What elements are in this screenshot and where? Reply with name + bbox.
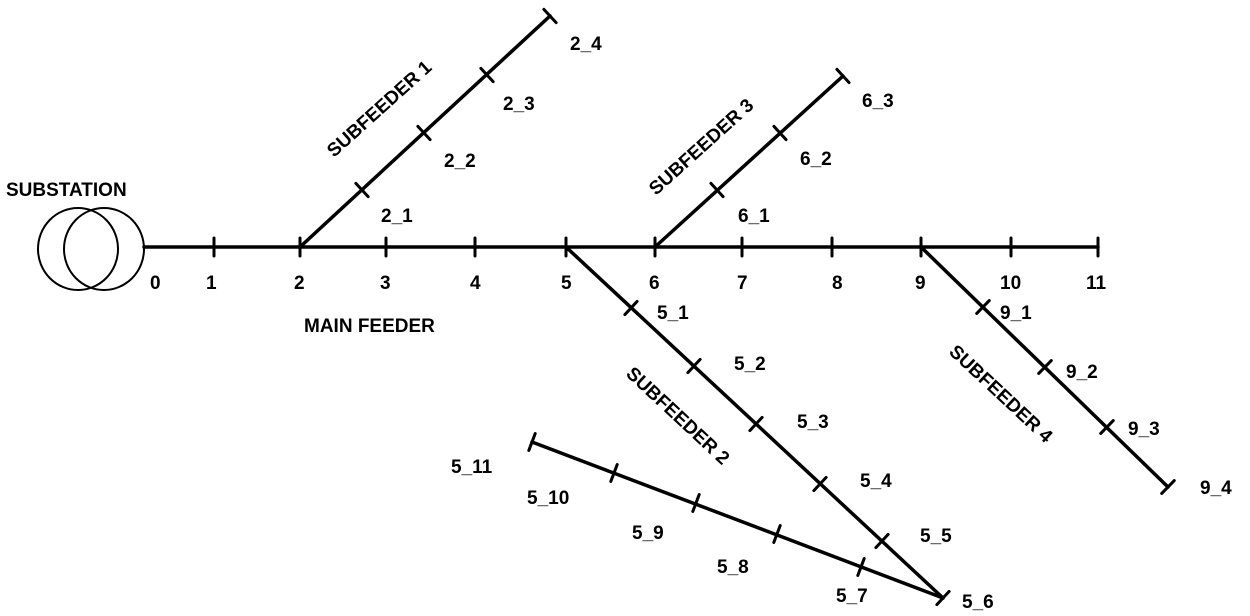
substation-transformer-icon <box>37 207 145 291</box>
subfeeder3-node-6_2: 6_2 <box>800 149 832 170</box>
subfeeder2-node-5_6: 5_6 <box>962 592 994 613</box>
node-ticks <box>212 7 1176 607</box>
node-tick <box>542 7 558 25</box>
main-node-0: 0 <box>150 273 161 294</box>
node-tick <box>623 299 639 317</box>
main-node-1: 1 <box>206 273 217 294</box>
subfeeder2-node-5_7: 5_7 <box>836 586 868 607</box>
node-tick <box>709 181 725 199</box>
node-tick <box>812 475 828 493</box>
subfeeder3-node-6_3: 6_3 <box>862 91 894 112</box>
subfeeder2-node-5_5: 5_5 <box>920 526 952 547</box>
node-tick <box>686 357 702 375</box>
node-tick <box>856 557 866 577</box>
node-labels: 0 1 2 3 4 5 6 7 8 9 10 11 2_1 2_2 2_3 2_4 6_1 6_2 6_3 9_1 9_… <box>150 34 1232 613</box>
subfeeder4-node-9_4: 9_4 <box>1200 478 1232 499</box>
node-tick <box>609 463 619 483</box>
substation-label: SUBSTATION <box>6 180 127 201</box>
subfeeder2-node-5_3: 5_3 <box>797 412 829 433</box>
node-tick <box>935 589 951 607</box>
node-tick <box>835 67 851 85</box>
node-tick <box>527 432 537 452</box>
subfeeder2-node-5_9: 5_9 <box>632 523 664 544</box>
main-node-9: 9 <box>915 273 926 294</box>
node-tick <box>1160 479 1176 495</box>
node-tick <box>354 181 370 199</box>
subfeeder-1-label: SUBFEEDER 1 <box>323 57 436 162</box>
subfeeder1-node-2_1: 2_1 <box>381 206 413 227</box>
subfeeder2-node-5_4: 5_4 <box>860 471 892 492</box>
subfeeder4-node-9_1: 9_1 <box>1000 303 1032 324</box>
subfeeder2-node-5_8: 5_8 <box>717 557 749 578</box>
subfeeder2-node-5_1: 5_1 <box>657 303 689 324</box>
subfeeder3-node-6_1: 6_1 <box>738 206 770 227</box>
node-tick <box>416 124 432 142</box>
subfeeder-1-line <box>298 14 552 249</box>
node-tick <box>479 66 495 84</box>
main-feeder-label: MAIN FEEDER <box>304 316 435 337</box>
subfeeder-2-branch-line <box>530 440 945 600</box>
node-tick <box>691 493 701 513</box>
subfeeder-2-line <box>564 245 945 600</box>
subfeeder1-node-2_2: 2_2 <box>444 151 476 172</box>
main-node-11: 11 <box>1086 273 1107 294</box>
subfeeder2-node-5_10: 5_10 <box>527 488 569 509</box>
subfeeder4-node-9_3: 9_3 <box>1128 419 1160 440</box>
node-tick <box>772 124 788 142</box>
main-node-8: 8 <box>832 273 843 294</box>
main-node-3: 3 <box>380 273 391 294</box>
subfeeder-4-label: SUBFEEDER 4 <box>945 341 1057 447</box>
subfeeder1-node-2_4: 2_4 <box>570 34 602 55</box>
subfeeder-2-label: SUBFEEDER 2 <box>622 363 734 469</box>
subfeeder-3-line <box>653 74 845 249</box>
subfeeder2-node-5_2: 5_2 <box>734 354 766 375</box>
subfeeder-3-label: SUBFEEDER 3 <box>645 95 758 200</box>
main-node-2: 2 <box>294 273 305 294</box>
main-node-7: 7 <box>737 273 748 294</box>
node-tick <box>874 532 890 550</box>
main-node-5: 5 <box>561 273 572 294</box>
node-tick <box>1037 359 1053 375</box>
node-tick <box>1099 419 1115 435</box>
subfeeder4-node-9_2: 9_2 <box>1066 362 1098 383</box>
main-node-4: 4 <box>470 273 481 294</box>
node-tick <box>748 415 764 433</box>
node-tick <box>975 299 991 315</box>
main-node-6: 6 <box>649 273 660 294</box>
subfeeder1-node-2_3: 2_3 <box>503 94 535 115</box>
node-tick <box>772 524 782 544</box>
subfeeder2-node-5_11: 5_11 <box>451 457 493 478</box>
main-node-10: 10 <box>1000 273 1021 294</box>
